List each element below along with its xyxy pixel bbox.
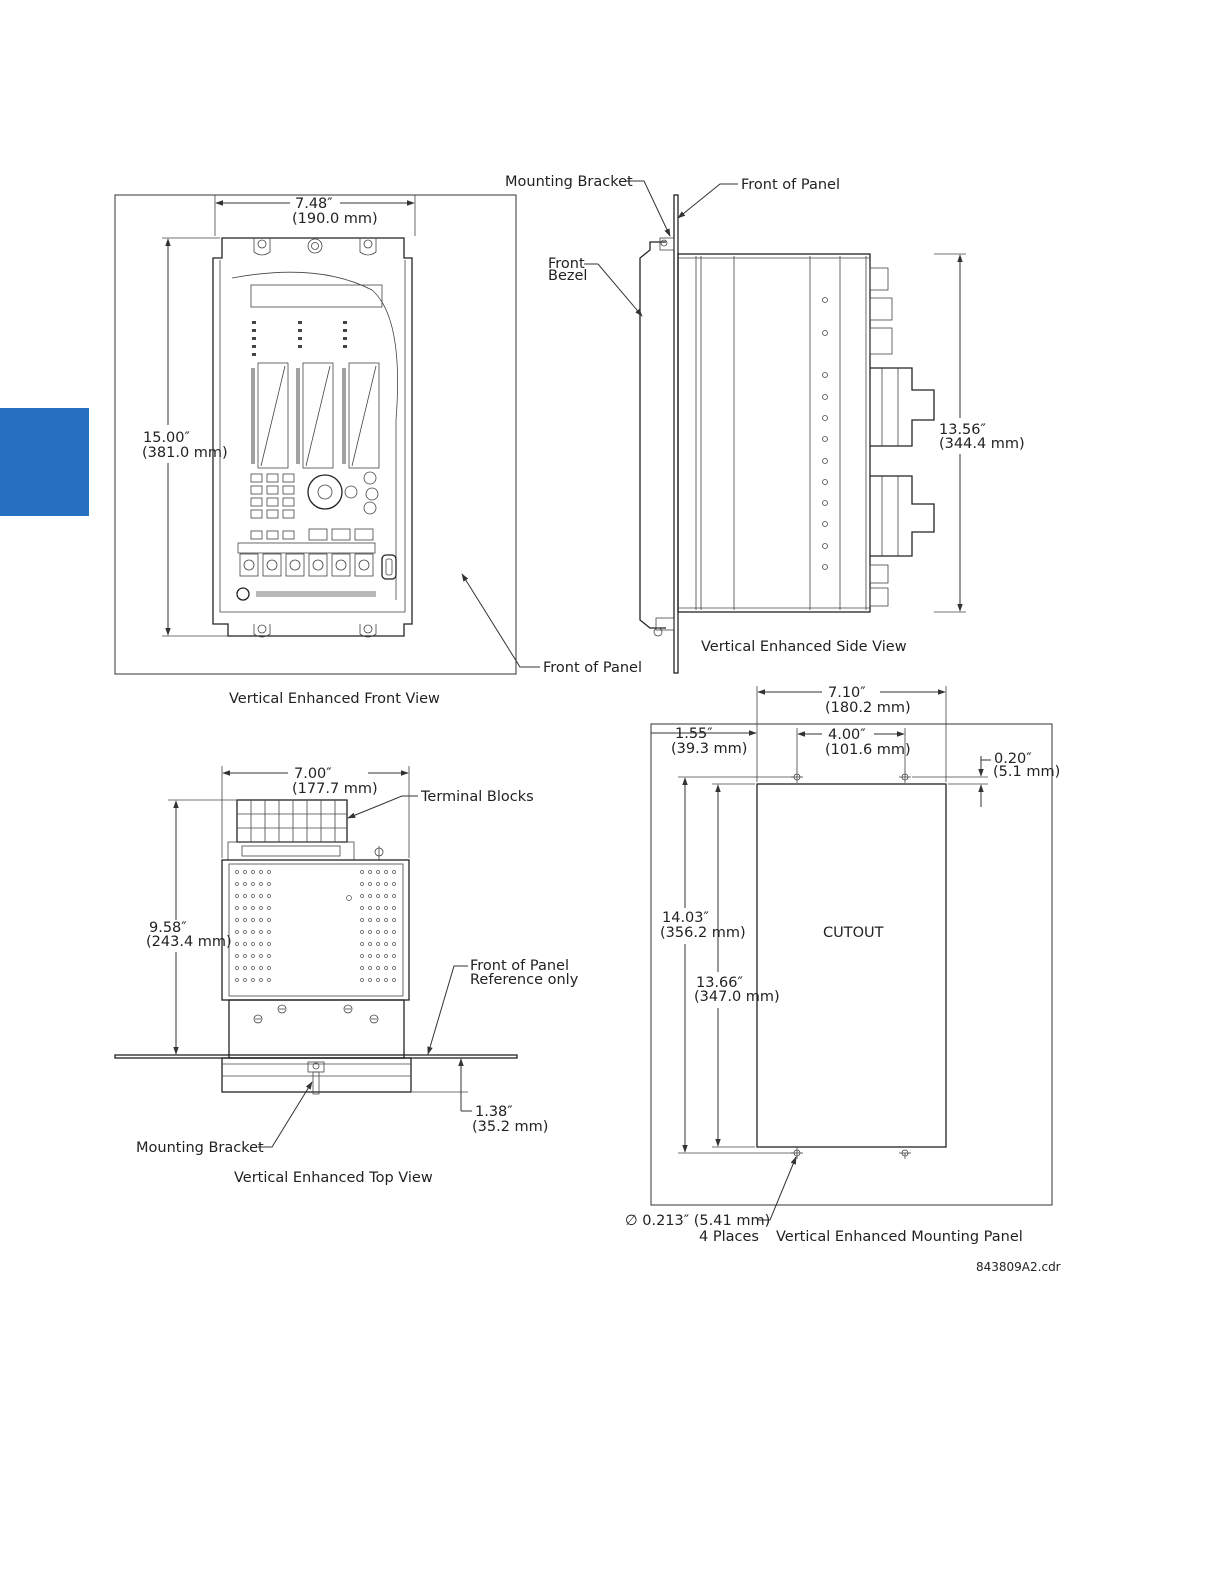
side-view: 13.56″ (344.4 mm) Mounting Bracket Front… [505,174,1025,674]
top-width-in: 7.00″ [294,766,332,782]
panel-height-mm: (356.2 mm) [660,925,746,941]
front-view-frame [114,194,517,675]
front-curved-face [231,271,398,600]
top-front-panel-ref-2: Reference only [470,972,579,988]
top-view-caption: Vertical Enhanced Top View [234,1170,433,1186]
side-front-bezel-label-2: Bezel [548,268,587,284]
mounting-panel-caption: Vertical Enhanced Mounting Panel [776,1229,1023,1245]
hole-count-label: 4 Places [699,1229,759,1245]
mounting-cutout [756,783,947,1148]
top-chassis [221,859,410,1001]
side-front-bezel [639,241,666,629]
top-bracket-in: 1.38″ [475,1104,513,1120]
top-width-mm: (177.7 mm) [292,781,378,797]
top-bracket [221,1057,412,1093]
side-height-mm: (344.4 mm) [939,436,1025,452]
side-rear-terminals [869,267,935,607]
front-view: 7.48″ (190.0 mm) 15.00″ (381.0 mm) Front… [114,194,642,707]
front-panel-label: Front of Panel [543,660,642,676]
chapter-tab [0,408,89,516]
panel-width-in: 7.10″ [828,685,866,701]
side-screws [822,297,828,570]
top-terminal-blocks [227,799,384,861]
side-front-bezel-label-1: Front [548,256,585,272]
panel-gap-mm: (5.1 mm) [993,764,1060,780]
mounting-holes [791,771,911,1159]
front-keypad [250,471,379,519]
front-height-in: 15.00″ [143,430,191,446]
top-terminal-blocks-label: Terminal Blocks [420,789,534,805]
panel-gap-in: 0.20″ [994,751,1032,767]
panel-width-mm: (180.2 mm) [825,700,911,716]
panel-offset-in: 1.55″ [675,726,713,742]
file-id: 843809A2.cdr [976,1260,1061,1274]
top-bezel [228,999,405,1059]
front-terminals [239,553,397,580]
front-view-caption: Vertical Enhanced Front View [229,691,440,707]
front-display [250,284,383,308]
mounting-panel-frame [650,723,1053,1206]
front-logo [236,587,250,601]
top-front-panel-ref-1: Front of Panel [470,958,569,974]
cutout-height-mm: (347.0 mm) [694,989,780,1005]
top-view: 7.00″ (177.7 mm) Terminal Blocks 9.58″ (… [114,766,579,1186]
front-width-mm: (190.0 mm) [292,211,378,227]
top-bracket-mm: (35.2 mm) [472,1119,548,1135]
panel-spacing-in: 4.00″ [828,727,866,743]
top-vent-holes [235,870,396,982]
cutout-label: CUTOUT [823,925,884,941]
panel-spacing-mm: (101.6 mm) [825,742,911,758]
cutout-height-in: 13.66″ [696,975,744,991]
side-mounting-bracket-label: Mounting Bracket [505,174,633,190]
front-height-mm: (381.0 mm) [142,445,228,461]
front-indicator-leds [252,321,347,356]
hole-diameter-label: ∅ 0.213″ (5.41 mm) [625,1213,770,1229]
side-body [677,253,871,613]
side-front-panel-label: Front of Panel [741,177,840,193]
top-mounting-bracket-label: Mounting Bracket [136,1140,264,1156]
front-device-outline [212,237,413,637]
side-view-caption: Vertical Enhanced Side View [701,639,907,655]
front-function-buttons [237,528,376,554]
front-width-in: 7.48″ [295,196,333,212]
panel-offset-mm: (39.3 mm) [671,741,747,757]
front-mounting-tabs [253,238,377,638]
mounting-panel: CUTOUT 7.10″ (180.2 mm) 1.55″ (39.3 mm) … [625,685,1060,1245]
front-led-panels [251,362,380,469]
panel-height-in: 14.03″ [662,910,710,926]
top-depth-in: 9.58″ [149,920,187,936]
side-height-in: 13.56″ [939,422,987,438]
top-depth-mm: (243.4 mm) [146,934,232,950]
